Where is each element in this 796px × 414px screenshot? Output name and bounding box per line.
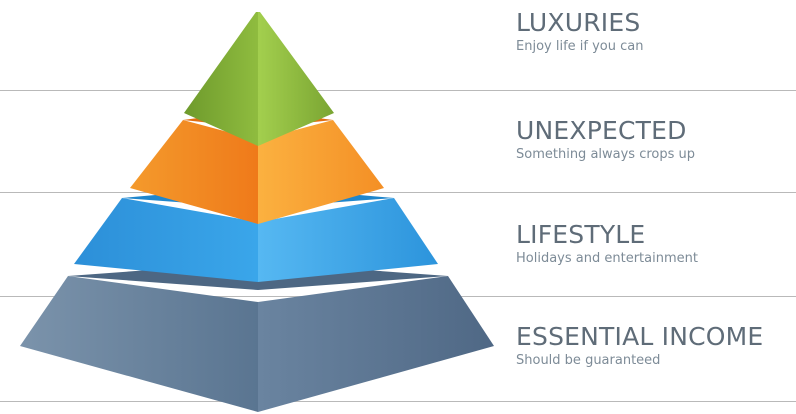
tier-title: LUXURIES xyxy=(516,8,641,37)
tier-essential-income xyxy=(20,262,494,412)
tier-left-face xyxy=(20,276,258,412)
tier-left-face xyxy=(130,120,258,224)
tier-title: ESSENTIAL INCOME xyxy=(516,322,764,351)
tier-label-luxuries: LUXURIES Enjoy life if you can xyxy=(516,8,791,56)
divider-line xyxy=(0,192,796,193)
tier-label-essential-income: ESSENTIAL INCOME Should be guaranteed xyxy=(516,322,791,370)
tier-label-lifestyle: LIFESTYLE Holidays and entertainment xyxy=(516,220,791,268)
tier-subtitle: Holidays and entertainment xyxy=(516,251,698,266)
tier-left-face xyxy=(74,198,258,282)
tier-title: UNEXPECTED xyxy=(516,116,687,145)
tier-right-face xyxy=(258,198,438,282)
tier-label-unexpected: UNEXPECTED Something always crops up xyxy=(516,116,791,164)
tier-right-face xyxy=(258,120,384,224)
tier-subtitle: Enjoy life if you can xyxy=(516,39,644,54)
tier-luxuries xyxy=(184,12,334,146)
tier-subtitle: Something always crops up xyxy=(516,147,696,162)
divider-line xyxy=(0,90,796,91)
tier-title: LIFESTYLE xyxy=(516,220,646,249)
tier-subtitle: Should be guaranteed xyxy=(516,353,661,368)
tier-left-face xyxy=(184,12,258,146)
tier-right-face xyxy=(258,276,494,412)
divider-line xyxy=(0,401,796,402)
tier-right-face xyxy=(258,12,334,146)
